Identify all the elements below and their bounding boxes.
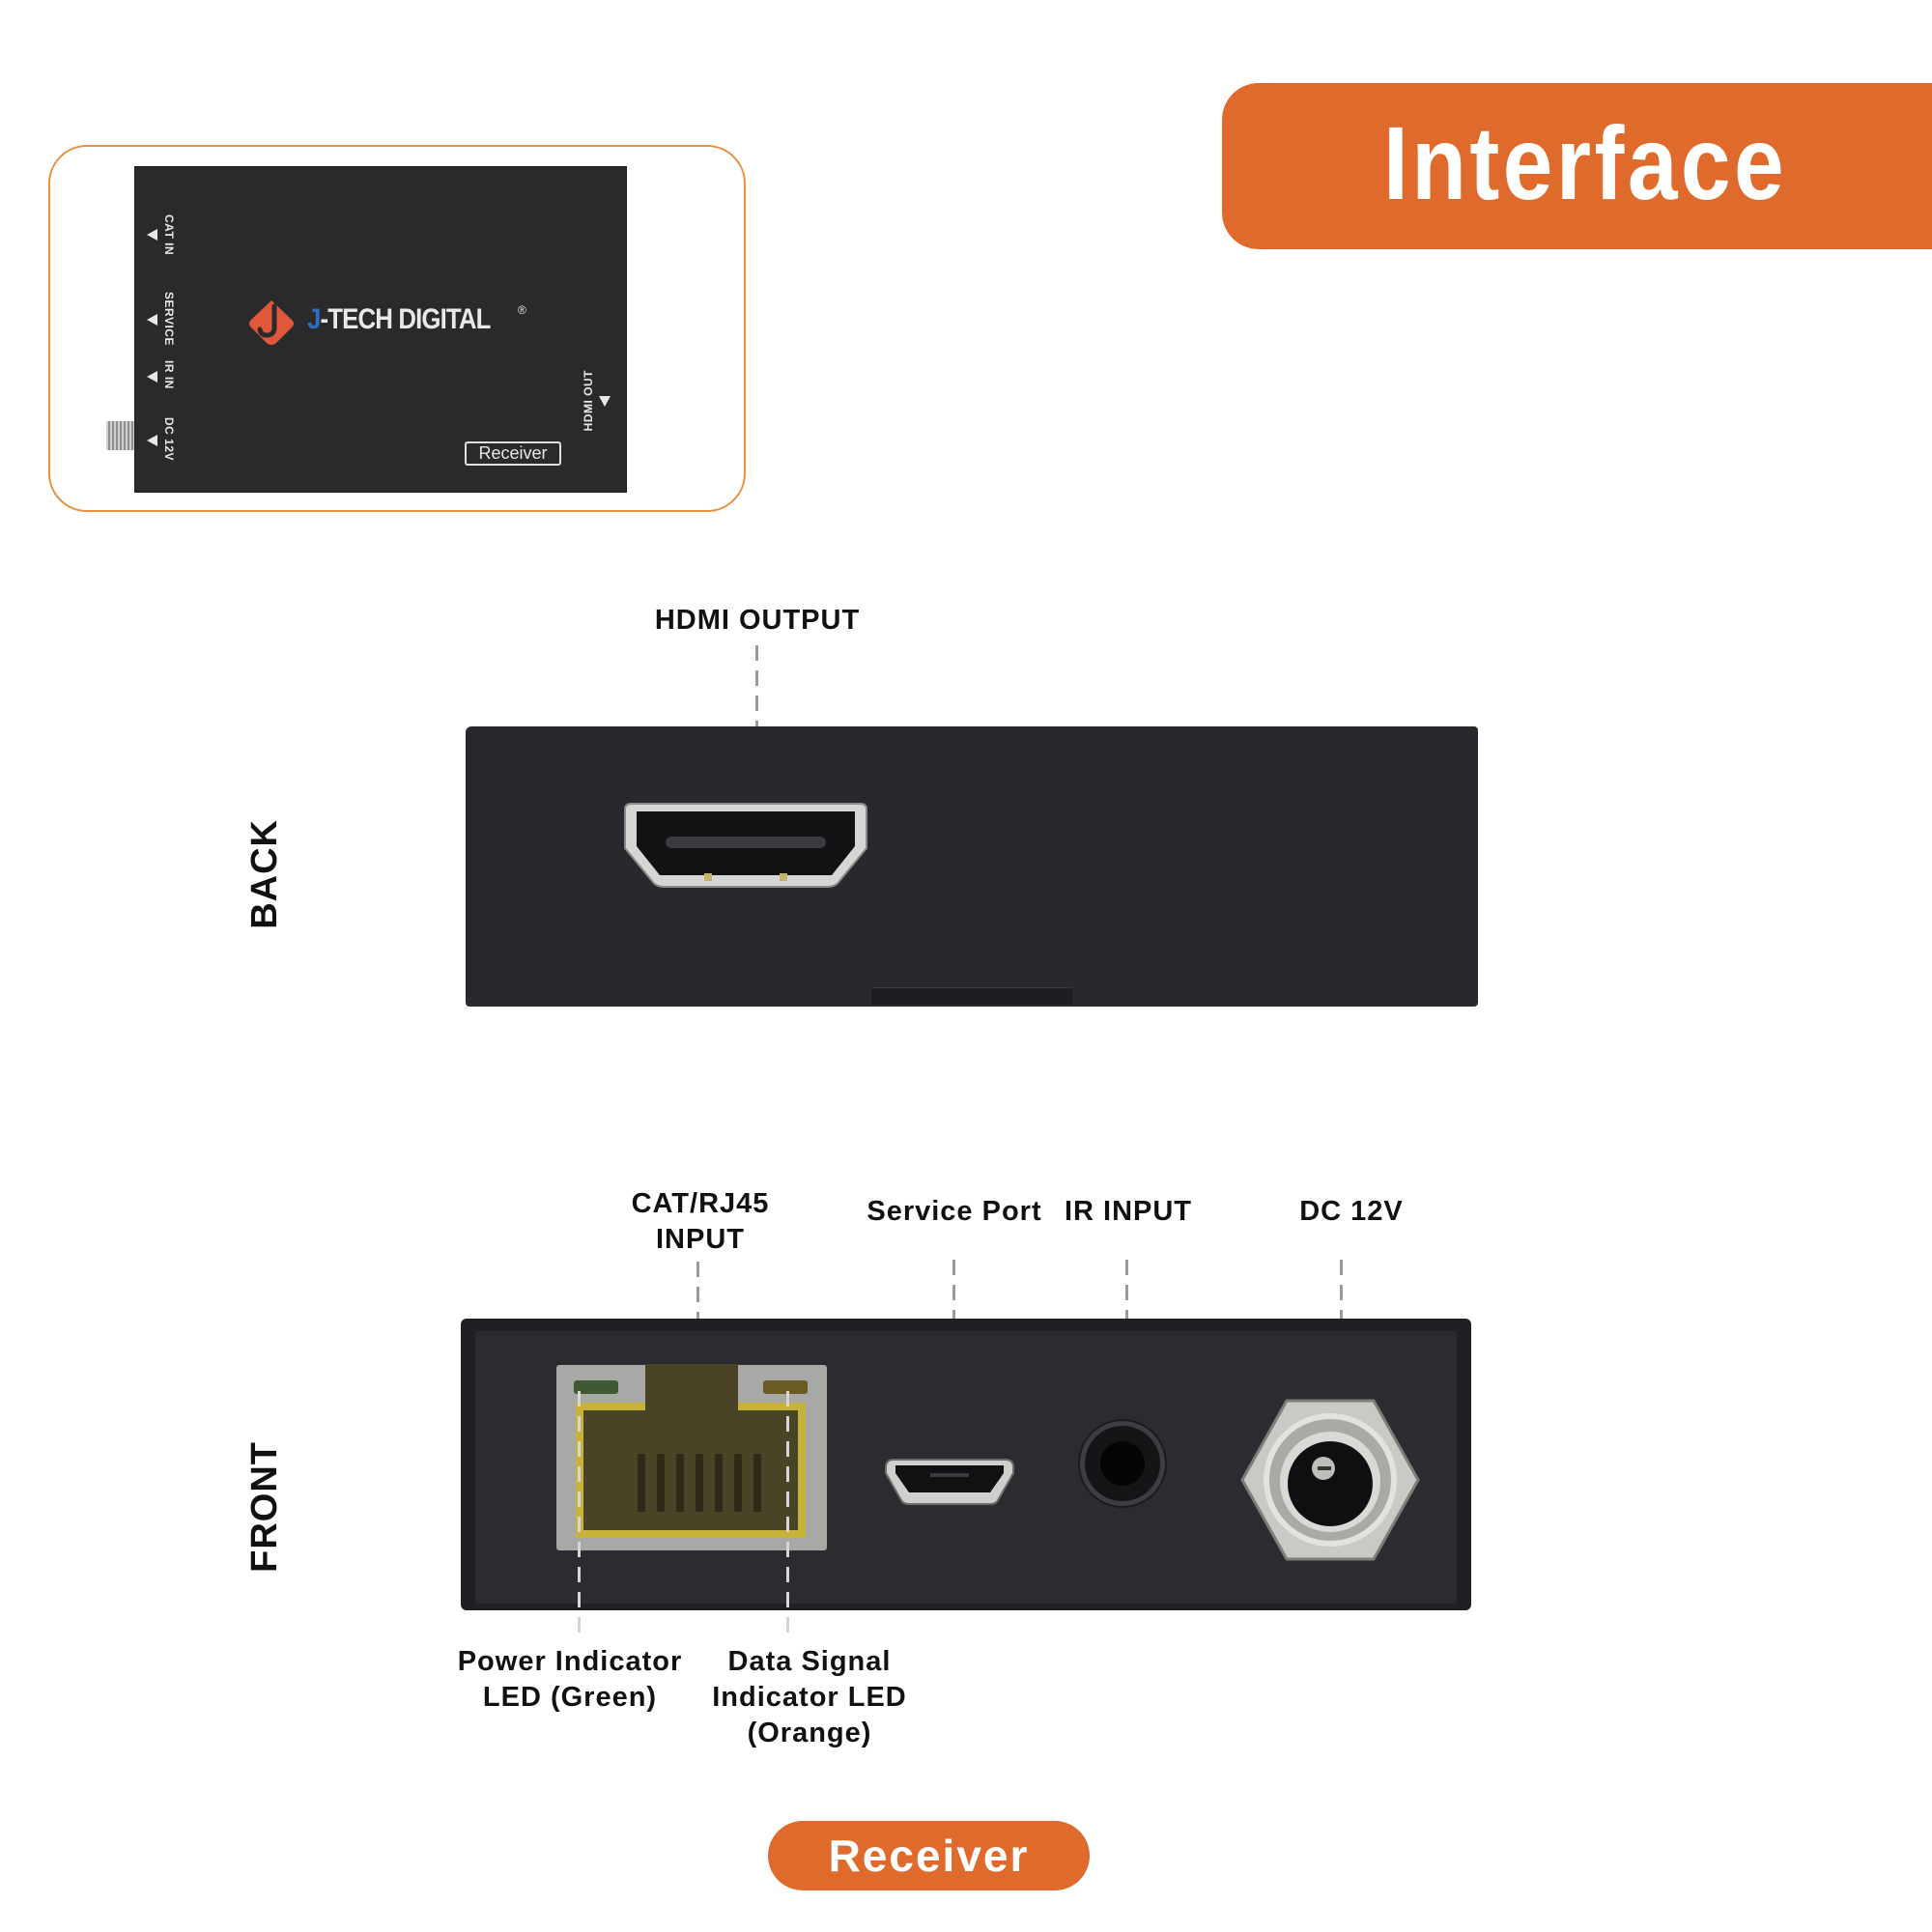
brand-suffix: -TECH DIGITAL [320,303,491,335]
callout-data-led: Data Signal Indicator LED (Orange) [703,1644,916,1751]
callout-power-led: Power Indicator LED (Green) [454,1644,686,1716]
brand-prefix: J [307,303,321,335]
rj45-pin [696,1454,703,1512]
title-banner [1222,83,1932,249]
callout-hdmi-output: HDMI OUTPUT [654,605,861,636]
callout-service-port: Service Port [867,1196,1042,1227]
rj45-pin [734,1454,742,1512]
receiver-badge [768,1821,1090,1890]
callout-line-power-led [578,1391,581,1640]
ir-input-jack-icon[interactable] [1080,1421,1165,1506]
device-back-panel [466,726,1478,1007]
dc-connector-thumb-icon [106,421,135,450]
callout-line-hdmi [755,645,758,752]
arrow-left-icon [147,371,157,383]
arrow-left-icon [147,314,157,326]
rj45-latch-slot [645,1364,738,1414]
power-led-green-icon [574,1380,618,1394]
callout-line2: Indicator LED [712,1682,907,1713]
rj45-cavity [583,1410,798,1530]
callout-line-data-led [786,1391,789,1640]
thumb-port-label-service: SERVICE [162,292,176,346]
callout-line3: (Orange) [747,1718,872,1748]
rj45-pin [715,1454,723,1512]
registered-mark: ® [518,303,526,317]
receiver-badge-label: Receiver [828,1831,1030,1881]
rj45-pin [676,1454,684,1512]
device-top-view [134,166,627,493]
callout-line-dc [1340,1260,1343,1366]
callout-line2: INPUT [656,1224,745,1255]
callout-line-service [952,1260,955,1366]
brand-name: J-TECH DIGITAL [307,303,491,336]
callout-line2: LED (Green) [482,1682,658,1713]
callout-ir-input: IR INPUT [1064,1196,1193,1227]
callout-line1: Power Indicator [457,1646,683,1677]
thumb-port-label-ir-in: IR IN [162,360,176,389]
thumb-port-label-dc-12v: DC 12V [162,417,176,462]
rj45-pin [753,1454,761,1512]
callout-line-rj45 [696,1262,699,1366]
arrow-left-icon [147,229,157,241]
back-panel-tab [871,987,1072,1005]
callout-dc-12v: DC 12V [1299,1196,1404,1227]
thumb-receiver-label: Receiver [465,441,561,466]
data-led-orange-icon [763,1380,808,1394]
page-title: Interface [1383,104,1788,221]
arrow-down-icon [599,396,611,407]
callout-cat-rj45-input: CAT/RJ45 INPUT [618,1186,782,1258]
rj45-pin [638,1454,645,1512]
dc-power-jack-icon[interactable] [1238,1395,1422,1564]
section-label-back: BACK [244,819,285,929]
brand-logo-icon [249,300,294,345]
thumb-port-label-cat-in: CAT IN [162,214,176,256]
rj45-pin [657,1454,665,1512]
arrow-left-icon [147,435,157,446]
callout-line-ir [1125,1260,1128,1366]
micro-usb-port-icon[interactable] [882,1454,1017,1508]
hdmi-port-icon[interactable] [621,798,870,895]
section-label-front: FRONT [244,1441,285,1573]
callout-line1: Data Signal [727,1646,892,1677]
callout-line1: CAT/RJ45 [631,1188,770,1219]
thumb-port-label-hdmi-out: HDMI OUT [582,370,595,432]
